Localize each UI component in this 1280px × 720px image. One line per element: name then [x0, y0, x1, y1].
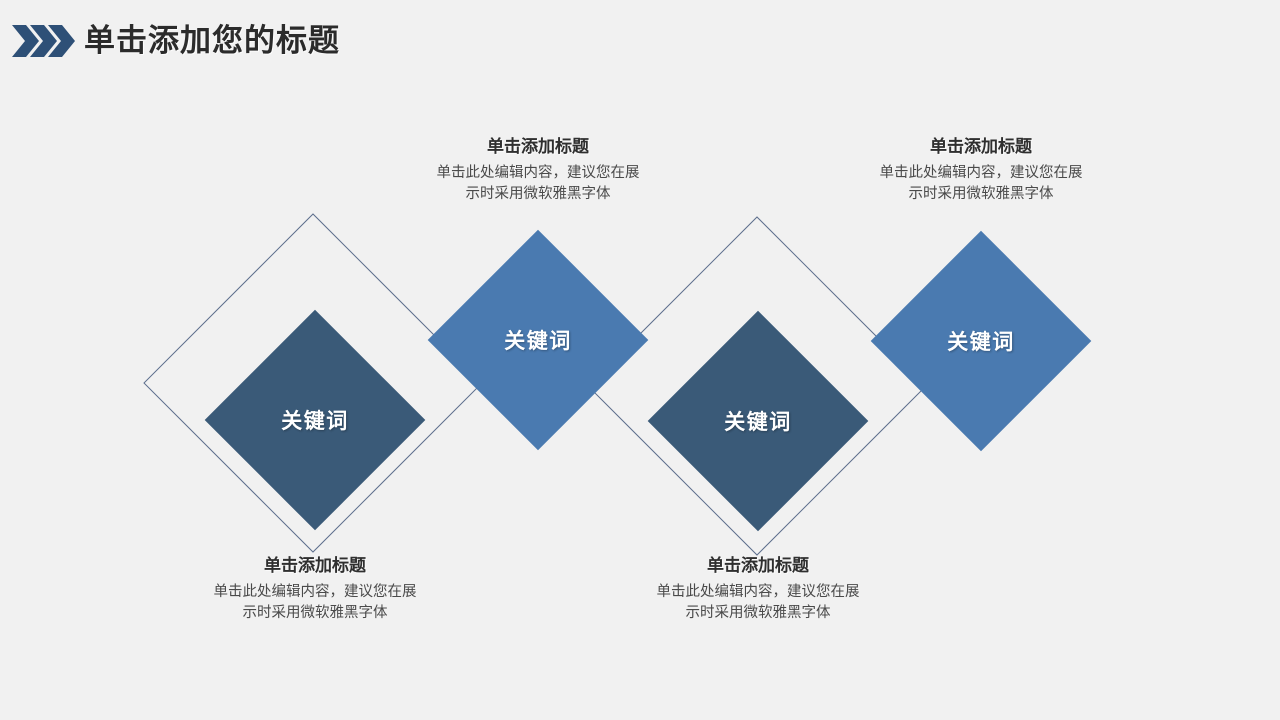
text-block-1: 单击添加标题 单击此处编辑内容，建议您在展示时采用微软雅黑字体 [185, 555, 445, 624]
text-block-3: 单击添加标题 单击此处编辑内容，建议您在展示时采用微软雅黑字体 [628, 555, 888, 624]
diamond-shape-3[interactable]: 关键词 [647, 310, 869, 532]
text-block-3-body: 单击此处编辑内容，建议您在展示时采用微软雅黑字体 [656, 584, 860, 621]
diamond-keyword-1: 关键词 [281, 410, 349, 433]
slide-header: 单击添加您的标题 [0, 0, 1280, 80]
text-block-3-title: 单击添加标题 [707, 556, 809, 575]
page-title: 单击添加您的标题 [84, 23, 340, 58]
diamond-shape-1[interactable]: 关键词 [204, 309, 426, 531]
diamond-keyword-4: 关键词 [947, 331, 1015, 354]
text-block-4-body: 单击此处编辑内容，建议您在展示时采用微软雅黑字体 [879, 165, 1083, 202]
text-block-1-title: 单击添加标题 [264, 556, 366, 575]
diamond-shape-4[interactable]: 关键词 [870, 230, 1092, 452]
text-block-2-body: 单击此处编辑内容，建议您在展示时采用微软雅黑字体 [436, 165, 640, 202]
diamond-shape-2[interactable]: 关键词 [427, 229, 649, 451]
text-block-4-title: 单击添加标题 [930, 137, 1032, 156]
text-block-2: 单击添加标题 单击此处编辑内容，建议您在展示时采用微软雅黑字体 [408, 136, 668, 205]
diamond-keyword-2: 关键词 [504, 330, 572, 353]
text-block-2-title: 单击添加标题 [487, 137, 589, 156]
chevron-triple-icon [10, 21, 76, 61]
text-block-4: 单击添加标题 单击此处编辑内容，建议您在展示时采用微软雅黑字体 [851, 136, 1111, 205]
diamond-keyword-3: 关键词 [724, 411, 792, 434]
text-block-1-body: 单击此处编辑内容，建议您在展示时采用微软雅黑字体 [213, 584, 417, 621]
